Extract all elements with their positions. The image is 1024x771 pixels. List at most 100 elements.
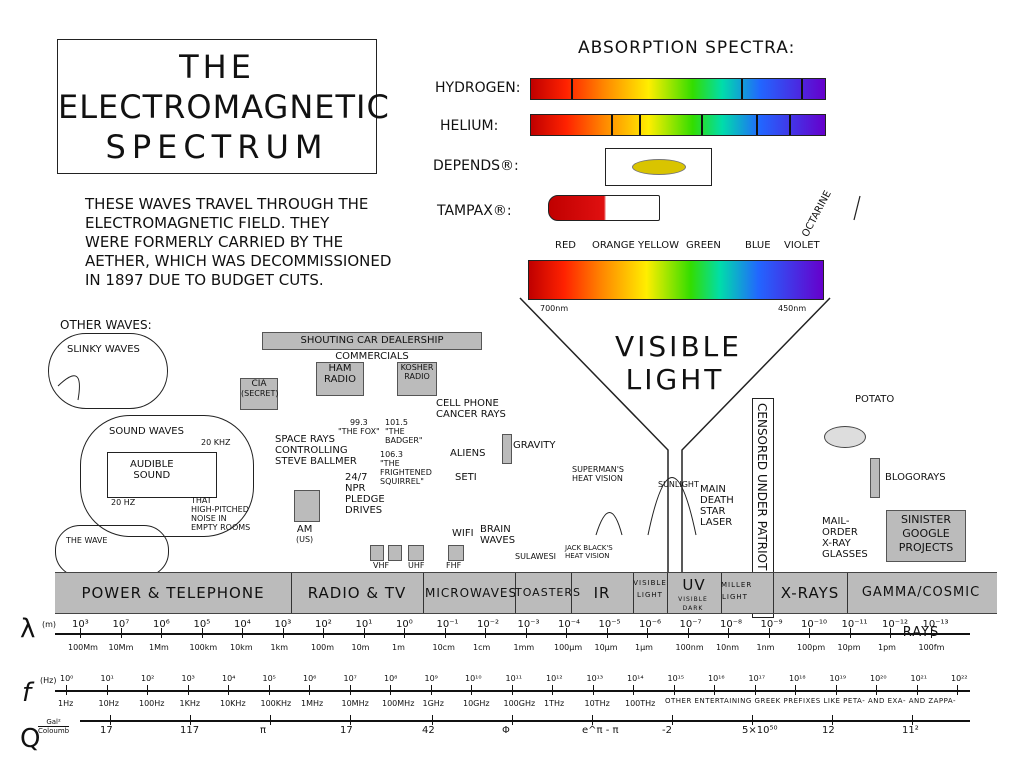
npr-line: NPR	[345, 483, 366, 494]
freq-tick	[633, 685, 634, 695]
uhf-box	[408, 545, 424, 561]
hz-label: 20 Hz	[111, 498, 136, 507]
helium-spectrum	[530, 114, 826, 136]
intro-text: THESE WAVES TRAVEL THROUGH THE ELECTROMA…	[85, 195, 391, 290]
band-xrays: X-RAYS	[780, 584, 840, 602]
lambda-tick	[323, 628, 324, 638]
title-box: THE ELECTROMAGNETIC SPECTRUM	[57, 39, 389, 174]
jackblack-line: JACK BLACK'S	[565, 544, 613, 552]
censored-label: CENSORED UNDER PATRIOT ACT	[755, 403, 769, 598]
freq-tick	[147, 685, 148, 695]
freq-exp-label: 10¹⁴	[627, 674, 644, 683]
deathstar-line: MAIN	[700, 484, 726, 495]
other-waves-heading: OTHER WAVES:	[60, 318, 152, 332]
lambda-tick	[201, 628, 203, 638]
badger-line: "THE	[385, 427, 405, 436]
lambda-unit-label: 10m	[351, 643, 370, 652]
space-label: SPACE RAYS CONTROLLING STEVE BALLMER	[275, 434, 357, 467]
wave-label: THE WAVE	[66, 536, 108, 545]
lambda-exp-label: 10⁻¹³	[922, 619, 949, 630]
superman-label: SUPERMAN'S HEAT VISION	[572, 465, 624, 483]
audible-label: AUDIBLE SOUND	[130, 459, 174, 481]
freq-unit-label: 1THz	[544, 699, 565, 708]
lambda-symbol: λ	[20, 614, 36, 644]
freq-exp-label: 10¹⁸	[789, 674, 806, 683]
lambda-tick	[728, 628, 729, 638]
blogorays-label: BLOGORAYS	[885, 472, 946, 483]
lambda-exp-label: 10³	[274, 619, 292, 630]
q-value-label: 5×10⁵⁰	[742, 725, 778, 736]
freq-symbol: f	[22, 678, 32, 708]
freq-tick	[390, 685, 391, 695]
space-line: CONTROLLING	[275, 445, 348, 456]
gravity-label: GRAVITY	[513, 440, 556, 451]
brain-line: WAVES	[480, 535, 516, 546]
intro-line: IN 1897 DUE TO BUDGET CUTS.	[85, 271, 324, 289]
badger-line: 101.5	[385, 418, 408, 427]
ham-line: RADIO	[324, 374, 356, 385]
lambda-tick	[525, 628, 527, 638]
lambda-tick	[687, 628, 689, 638]
q-value-label: e^π - π	[582, 725, 619, 736]
vhf-box-2	[388, 545, 402, 561]
intro-line: ELECTROMAGNETIC FIELD. THEY	[85, 214, 330, 232]
band-divider	[667, 573, 668, 613]
mailorder-line: MAIL-	[822, 516, 850, 527]
mailorder-label: MAIL- ORDER X-RAY GLASSES	[822, 516, 868, 560]
intro-line: THESE WAVES TRAVEL THROUGH THE	[85, 195, 369, 213]
color-blue: BLUE	[745, 240, 771, 251]
kosher-line: RADIO	[404, 372, 430, 381]
deathstar-line: STAR	[700, 506, 726, 517]
lambda-unit-label: 10µm	[594, 643, 618, 652]
brain-label: BRAIN WAVES	[480, 524, 515, 546]
lambda-exp-label: 10⁻⁶	[639, 619, 662, 630]
freq-exp-label: 10²⁰	[870, 674, 887, 683]
band-divider	[291, 573, 292, 613]
band-uv: UV	[682, 576, 706, 594]
q-value-label: 42	[422, 725, 435, 736]
lambda-tick	[363, 628, 365, 638]
sinister-line: GOOGLE	[902, 527, 950, 540]
lambda-tick	[444, 628, 446, 638]
lambda-unit-label: 100nm	[675, 643, 704, 652]
q-tick	[432, 715, 433, 725]
band-microwaves: MICROWAVES	[425, 586, 518, 600]
squirrel-label: 106.3 "THE FRIGHTENED SQUIRREL"	[380, 450, 432, 486]
mailorder-line: GLASSES	[822, 549, 868, 560]
cia-line: (SECRET)	[241, 389, 279, 398]
absorption-line	[611, 115, 613, 135]
am-line: (US)	[296, 535, 314, 544]
hydrogen-label: HYDROGEN:	[435, 80, 521, 96]
band-divider	[721, 573, 722, 613]
color-orange: ORANGE	[592, 240, 635, 251]
high-pitch-line: NOISE IN	[191, 514, 227, 523]
ham-line: HAM	[328, 363, 352, 374]
fhf-label: FHF	[446, 561, 462, 570]
lambda-tick	[282, 628, 284, 638]
band-divider	[773, 573, 774, 613]
deathstar-label: MAIN DEATH STAR LASER	[700, 484, 734, 528]
band-visible: VISIBLE LIGHT	[633, 579, 667, 599]
lambda-unit-label: 1Mm	[149, 643, 169, 652]
q-unit-top: Gal²	[38, 718, 70, 727]
superman-line: SUPERMAN'S	[572, 465, 625, 474]
freq-tick	[714, 685, 715, 695]
cell-line: CELL PHONE	[436, 398, 499, 409]
cia-box: CIA (SECRET)	[240, 378, 278, 410]
tampax-label: TAMPAX®:	[437, 203, 512, 219]
q-tick	[752, 715, 753, 725]
lambda-unit-label: 100pm	[797, 643, 826, 652]
freq-exp-label: 10¹²	[546, 674, 563, 683]
wl-left: 700nm	[540, 304, 569, 313]
q-value-label: 117	[180, 725, 200, 736]
lambda-unit-label: 1pm	[878, 643, 896, 652]
uhf-label: UHF	[408, 561, 425, 570]
freq-tick	[673, 685, 675, 695]
freq-unit-label: 100KHz	[260, 699, 292, 708]
shouting-box: SHOUTING CAR DEALERSHIP COMMERCIALS	[262, 332, 482, 362]
freq-exp-label: 10⁵	[262, 674, 276, 683]
freq-tick	[592, 685, 594, 695]
lambda-unit-label: 10pm	[837, 643, 861, 652]
badger-line: BADGER"	[385, 436, 423, 445]
